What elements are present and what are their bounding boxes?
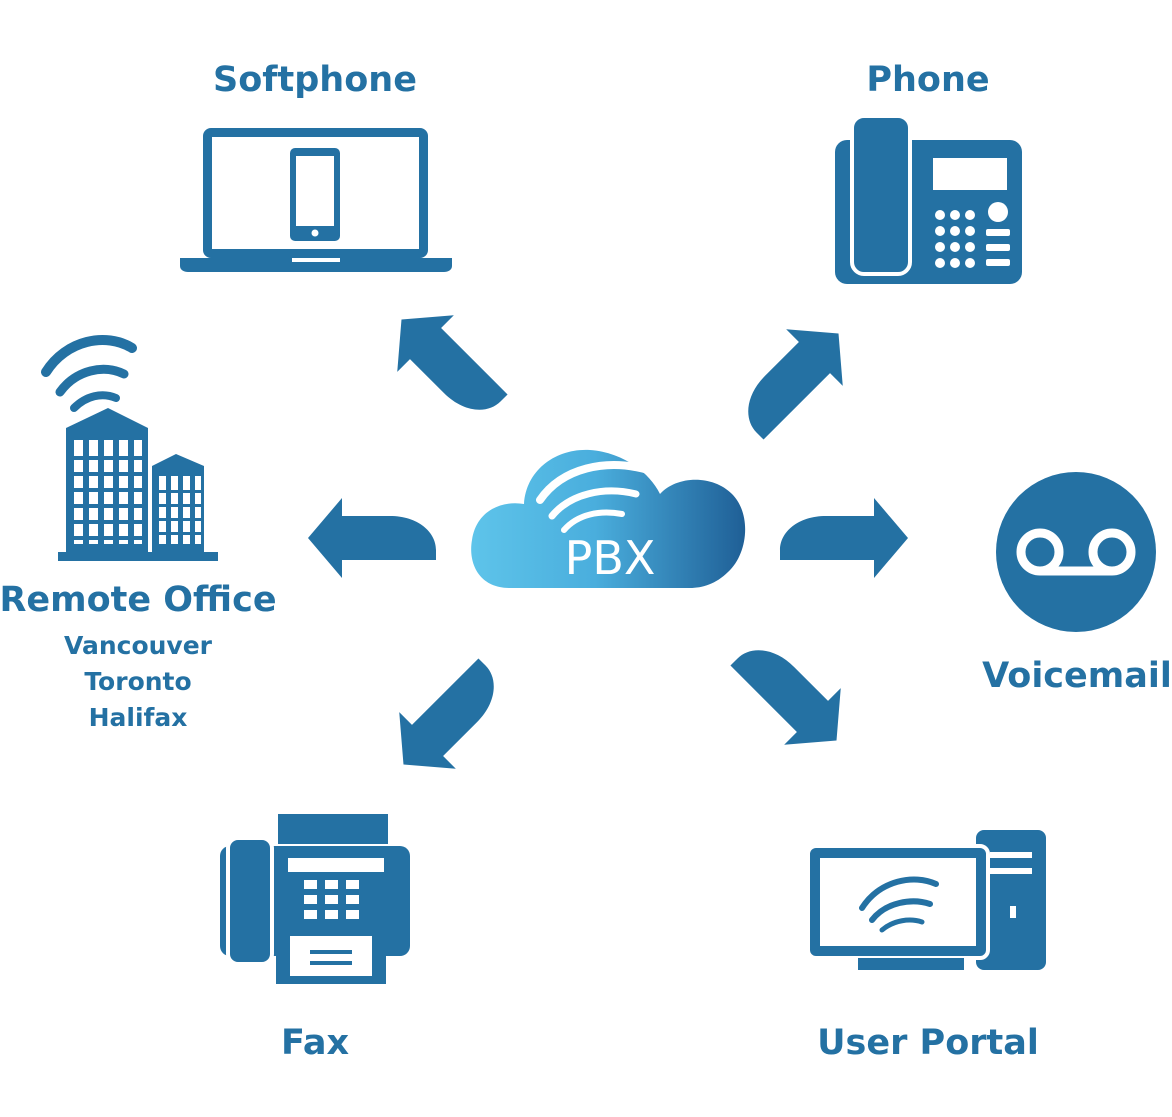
user-portal-node: User Portal <box>806 830 1046 1063</box>
arrow-to-voicemail <box>780 498 908 578</box>
remote-office-node: Remote Office Vancouver Toronto Halifax <box>0 335 277 732</box>
fax-node: Fax <box>220 814 410 1063</box>
fax-keypad <box>304 880 359 919</box>
wifi-signal-icon <box>41 335 137 412</box>
laptop-icon <box>180 128 452 272</box>
office-buildings-icon <box>58 408 218 561</box>
voicemail-icon <box>1016 528 1136 576</box>
softphone-node: Softphone <box>180 60 452 272</box>
cloud-shape <box>471 449 746 588</box>
arrow-to-user-portal <box>717 621 865 769</box>
city-halifax: Halifax <box>89 703 188 732</box>
phone-label: Phone <box>866 60 989 100</box>
mobile-phone-icon <box>290 148 340 241</box>
pbx-cloud: PBX <box>471 449 746 588</box>
fax-label: Fax <box>281 1023 349 1063</box>
pbx-label: PBX <box>565 531 656 585</box>
fax-machine-icon <box>220 814 410 984</box>
softphone-label: Softphone <box>213 60 417 100</box>
desktop-computer-icon <box>806 830 1046 970</box>
voicemail-node: Voicemail <box>982 472 1172 696</box>
arrow-to-remote-office <box>308 498 436 578</box>
user-portal-label: User Portal <box>817 1023 1039 1063</box>
phone-node: Phone <box>835 60 1022 284</box>
desk-phone-icon <box>835 114 1022 284</box>
arrow-to-phone <box>719 305 867 453</box>
wifi-icon <box>536 461 652 533</box>
keypad <box>935 202 1010 268</box>
city-toronto: Toronto <box>84 667 191 696</box>
arrow-to-softphone <box>373 291 521 439</box>
city-vancouver: Vancouver <box>64 631 213 660</box>
portal-wifi-icon <box>859 876 939 933</box>
voicemail-label: Voicemail <box>982 656 1172 696</box>
remote-office-label: Remote Office <box>0 580 277 620</box>
arrow-to-fax <box>375 645 523 793</box>
